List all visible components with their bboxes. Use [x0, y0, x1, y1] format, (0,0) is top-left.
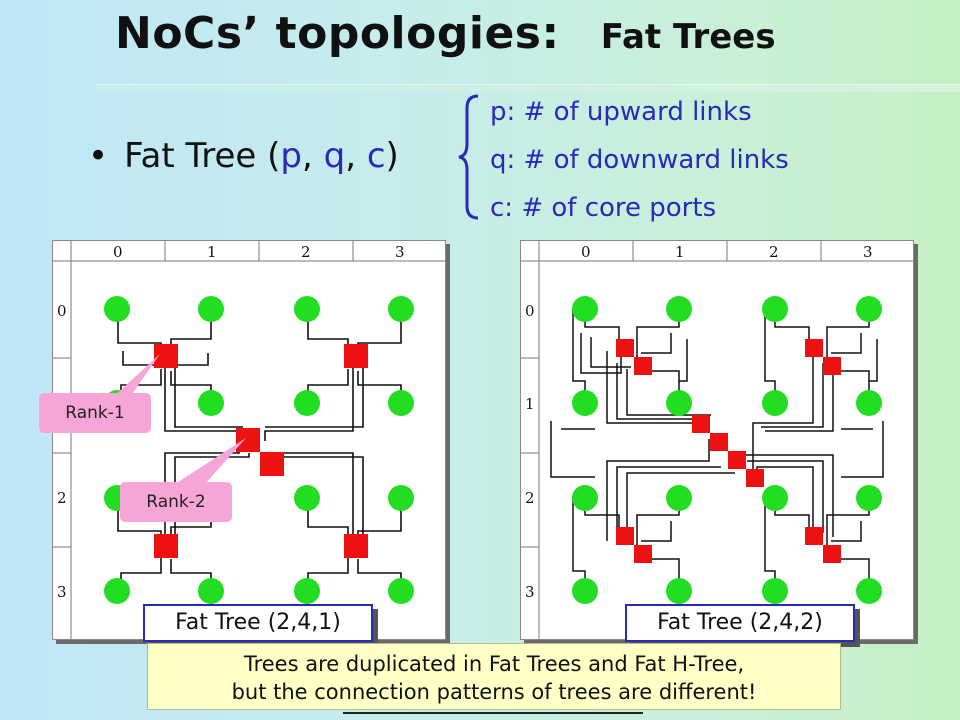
- node: [294, 390, 320, 416]
- router-rank1-br-a: [805, 527, 823, 545]
- col-label-3: 3: [395, 243, 405, 261]
- node: [856, 296, 882, 322]
- node: [104, 296, 130, 322]
- node: [762, 485, 788, 511]
- fat-tree-241-diagram: 0 1 2 3 0 2 3: [52, 240, 446, 640]
- note-line-2: but the connection patterns of trees are…: [231, 680, 757, 704]
- router-rank2-a: [692, 415, 710, 433]
- definition-p: p: # of upward links: [490, 97, 752, 127]
- node: [856, 578, 882, 604]
- bullet-suffix: ): [385, 136, 399, 176]
- node: [198, 578, 224, 604]
- col-label-2: 2: [769, 243, 779, 261]
- router-rank2-b: [260, 452, 284, 476]
- router-rank1-tr-b: [823, 357, 841, 375]
- row-label-0: 0: [57, 302, 67, 320]
- node: [666, 578, 692, 604]
- node: [388, 390, 414, 416]
- router-rank2-b: [710, 433, 728, 451]
- col-label-1: 1: [675, 243, 685, 261]
- callout-rank-2: Rank-2: [120, 482, 232, 522]
- node: [762, 296, 788, 322]
- node: [666, 485, 692, 511]
- title-main: NoCs’ topologies:: [115, 8, 560, 59]
- node: [666, 390, 692, 416]
- bullet-fat-tree: • Fat Tree (p, q, c): [88, 136, 399, 176]
- col-label-3: 3: [863, 243, 873, 261]
- router-rank1-tl: [154, 344, 178, 368]
- col-label-2: 2: [301, 243, 311, 261]
- col-label-1: 1: [207, 243, 217, 261]
- router-rank2-c: [728, 451, 746, 469]
- node: [856, 485, 882, 511]
- caption-fat-tree-241: Fat Tree (2,4,1): [143, 604, 373, 642]
- node: [294, 485, 320, 511]
- bullet-sep-1: ,: [301, 136, 324, 176]
- row-label-2: 2: [525, 489, 535, 507]
- node: [198, 296, 224, 322]
- tree-wiring: [550, 309, 884, 587]
- callout-rank-1: Rank-1: [39, 393, 151, 433]
- col-label-0: 0: [581, 243, 591, 261]
- node: [666, 296, 692, 322]
- node: [294, 578, 320, 604]
- note-underline: [343, 712, 643, 714]
- node: [856, 390, 882, 416]
- node: [388, 296, 414, 322]
- router-rank1-bl: [154, 534, 178, 558]
- row-label-2: 2: [57, 489, 67, 507]
- note-box: Trees are duplicated in Fat Trees and Fa…: [147, 643, 841, 710]
- definition-c: c: # of core ports: [490, 193, 717, 223]
- curly-brace-icon: [458, 94, 479, 220]
- definition-q: q: # of downward links: [490, 145, 789, 175]
- title-subtitle: Fat Trees: [600, 17, 776, 57]
- bullet-param-c: c: [366, 136, 386, 176]
- title-underline: [96, 84, 960, 92]
- router-rank1-tr: [344, 344, 368, 368]
- node: [104, 578, 130, 604]
- fat-tree-242-svg: 0 1 2 3 0 1 2 3: [521, 241, 913, 639]
- node: [294, 296, 320, 322]
- fat-tree-242-diagram: 0 1 2 3 0 1 2 3: [520, 240, 914, 640]
- node: [572, 578, 598, 604]
- note-line-1: Trees are duplicated in Fat Trees and Fa…: [243, 652, 745, 676]
- routers: [154, 344, 368, 558]
- node: [762, 578, 788, 604]
- bullet-param-p: p: [280, 136, 302, 176]
- routers: [616, 339, 841, 563]
- row-label-3: 3: [525, 583, 535, 601]
- row-label-3: 3: [57, 583, 67, 601]
- router-rank2-a: [236, 428, 260, 452]
- node: [762, 390, 788, 416]
- node: [572, 390, 598, 416]
- bullet-dot-icon: •: [88, 136, 109, 176]
- router-rank2-d: [746, 469, 764, 487]
- router-rank1-bl-a: [616, 527, 634, 545]
- node: [198, 390, 224, 416]
- row-label-1: 1: [525, 395, 535, 413]
- router-rank1-br-b: [823, 545, 841, 563]
- node: [388, 485, 414, 511]
- caption-fat-tree-242: Fat Tree (2,4,2): [625, 604, 855, 642]
- fat-tree-241-svg: 0 1 2 3 0 2 3: [53, 241, 445, 639]
- col-label-0: 0: [113, 243, 123, 261]
- node: [572, 296, 598, 322]
- nodes: [572, 296, 882, 604]
- slide-title: NoCs’ topologies: Fat Trees: [115, 8, 776, 59]
- bullet-param-q: q: [323, 136, 346, 176]
- router-rank1-br: [344, 534, 368, 558]
- node: [572, 485, 598, 511]
- router-rank1-tr-a: [805, 339, 823, 357]
- router-rank1-tl-a: [616, 339, 634, 357]
- router-rank1-bl-b: [634, 545, 652, 563]
- bullet-prefix: Fat Tree (: [124, 136, 281, 176]
- node: [388, 578, 414, 604]
- router-rank1-tl-b: [634, 357, 652, 375]
- row-label-0: 0: [525, 302, 535, 320]
- bullet-sep-2: ,: [345, 136, 367, 176]
